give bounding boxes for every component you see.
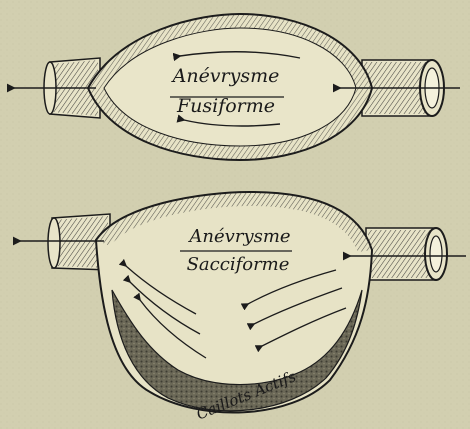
saccular-right-vessel — [366, 228, 447, 280]
fusiform-label-line1: Anévrysme — [171, 65, 280, 87]
saccular-label-line1: Anévrysme — [187, 226, 290, 247]
saccular-label-line2: Sacciforme — [187, 254, 290, 275]
fusiform-label-line2: Fusiforme — [176, 95, 275, 117]
